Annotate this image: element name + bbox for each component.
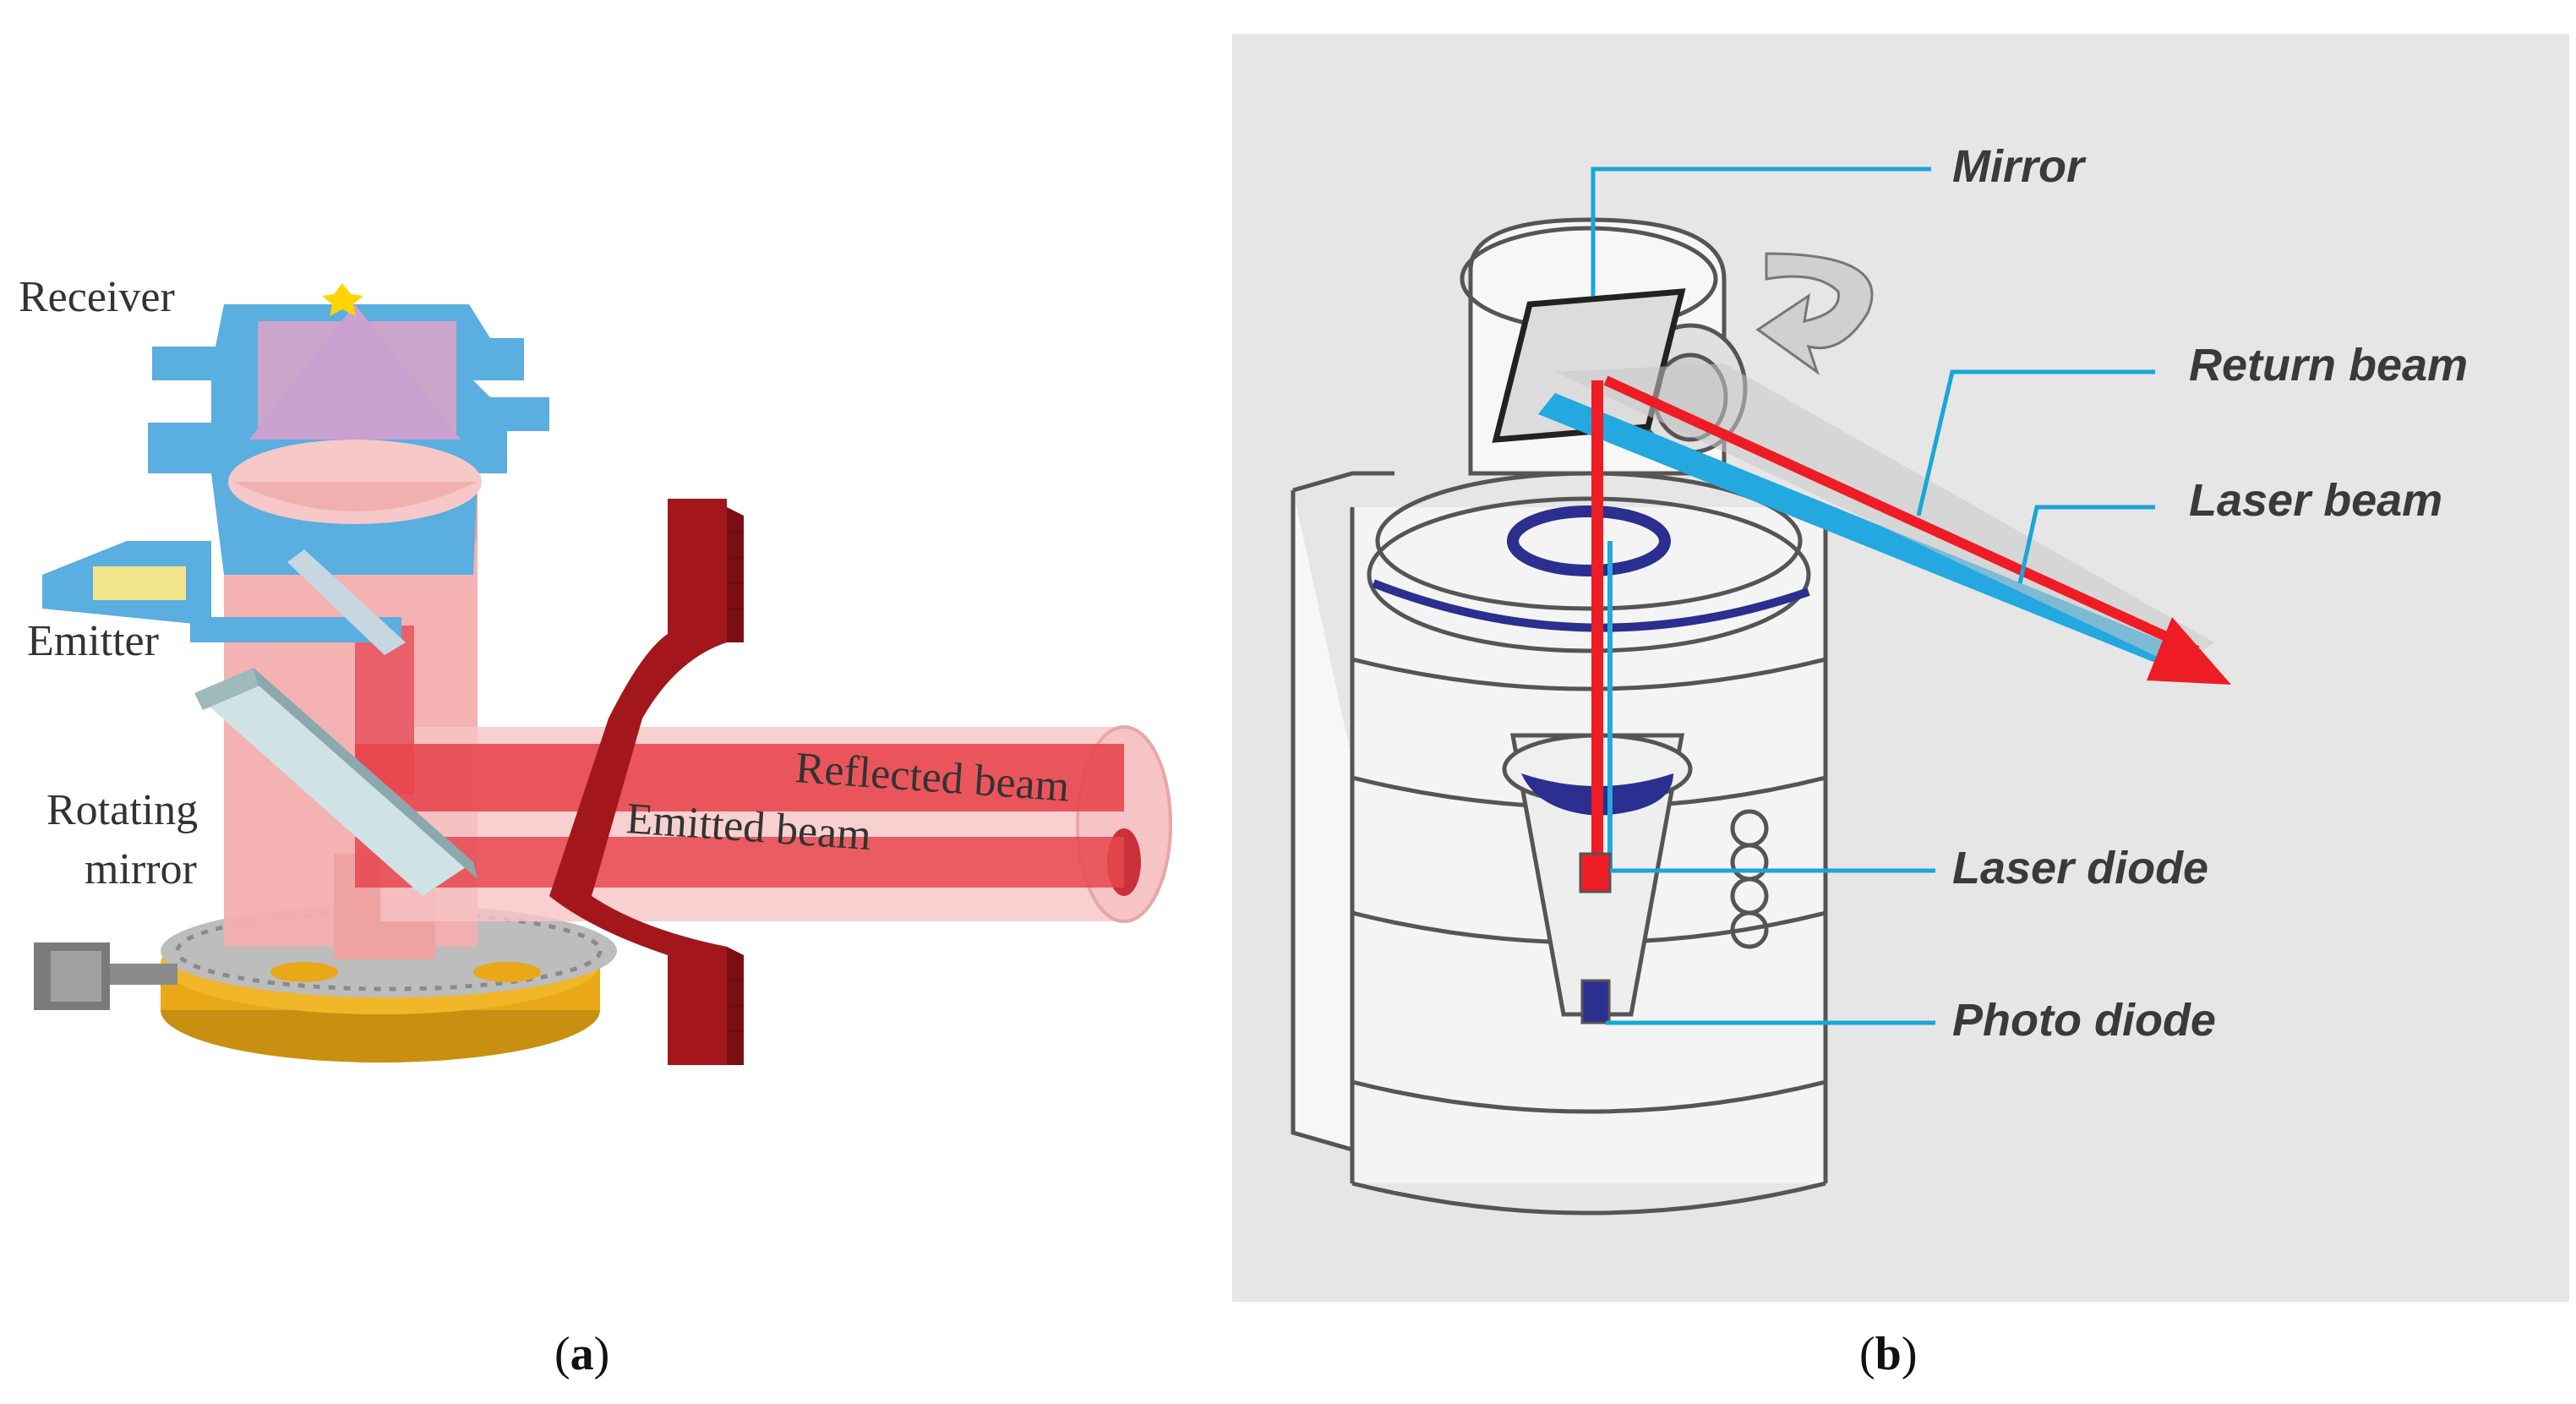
emitter-assembly — [42, 541, 406, 655]
panel-a: Receiver Emitter Rotating mirror Reflect… — [19, 273, 1172, 1380]
label-emitter: Emitter — [27, 617, 159, 665]
target-wall — [549, 499, 744, 1065]
leader-lines — [1591, 167, 2155, 1025]
navy-discs — [1372, 505, 1810, 816]
caption-b: (b) — [1859, 1328, 1917, 1380]
rotating-mirror — [194, 668, 478, 896]
receiver-assembly — [148, 283, 549, 575]
label-mirror: Mirror — [1952, 141, 2087, 192]
beams — [1538, 363, 2231, 1024]
panel-b: Mirror Return beam Laser beam Laser diod… — [1232, 34, 2569, 1380]
label-rotating-mirror-line1: Rotating — [46, 786, 198, 834]
rotation-arrow — [1755, 252, 1874, 375]
label-laser-diode: Laser diode — [1952, 843, 2208, 893]
beam-cylinder — [355, 626, 1172, 923]
caption-a: (a) — [554, 1328, 609, 1380]
label-photo-diode: Photo diode — [1952, 995, 2216, 1046]
label-return-beam: Return beam — [2189, 340, 2468, 391]
label-receiver: Receiver — [19, 273, 175, 321]
label-laser-beam: Laser beam — [2189, 475, 2442, 526]
label-rotating-mirror-line2: mirror — [85, 845, 197, 893]
